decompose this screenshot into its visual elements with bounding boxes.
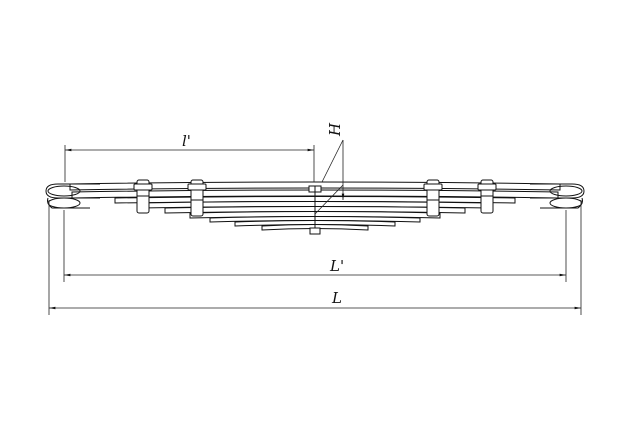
clamp-1 bbox=[133, 179, 153, 214]
right-eye bbox=[530, 183, 585, 209]
label-L-prime: L' bbox=[329, 257, 344, 275]
dimension-l-prime: l' bbox=[64, 132, 315, 182]
label-l-prime: l' bbox=[182, 132, 191, 150]
clamp-3 bbox=[423, 179, 443, 217]
label-h: H bbox=[326, 122, 344, 137]
clamp-4 bbox=[477, 179, 497, 214]
center-bolt bbox=[308, 185, 322, 235]
dimension-h: H bbox=[314, 122, 345, 215]
label-L: L bbox=[331, 289, 342, 307]
clamp-2 bbox=[187, 179, 207, 217]
dimension-L: L bbox=[48, 200, 582, 315]
dimension-L-prime: L' bbox=[63, 210, 567, 282]
left-eye bbox=[45, 183, 100, 209]
